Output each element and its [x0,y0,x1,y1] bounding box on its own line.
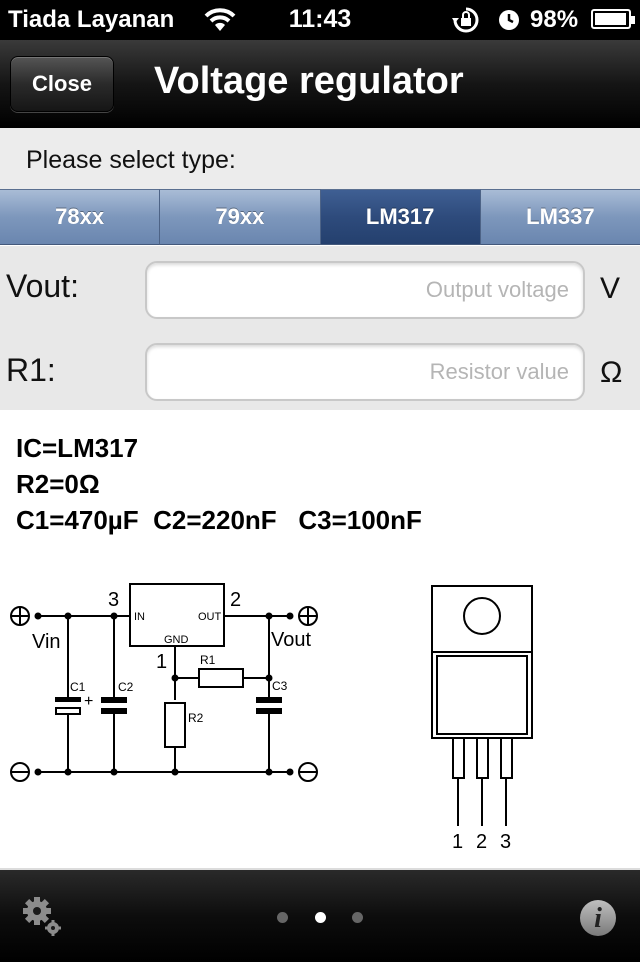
package-pin-2: 2 [476,831,487,853]
r2-schem-label: R2 [188,711,204,725]
vout-field-wrapper [145,261,585,319]
c1-polarity: + [84,693,93,710]
segment-79xx[interactable]: 79xx [160,189,321,245]
r1-field-wrapper [145,343,585,401]
result-ic: IC=LM317 [16,433,139,463]
package-pin-3: 3 [500,831,511,853]
settings-gear-icon[interactable] [22,896,64,938]
resistor-value-input[interactable] [147,345,583,399]
c2-label: C2 [118,680,134,694]
result-capacitors: C1=470µF C2=220nF C3=100nF [16,505,422,535]
vin-label: Vin [32,631,61,653]
pin-gnd-label: GND [164,634,189,646]
page-dot-3[interactable] [351,912,363,923]
r1-label: R1: [6,352,56,388]
info-icon[interactable]: i [580,900,616,936]
carrier-name: Tiada Layanan [8,6,175,33]
pin-in-label: IN [134,611,145,623]
c1-label: C1 [70,680,86,694]
to220-package-icon [431,585,533,826]
c3-label: C3 [272,679,288,693]
battery-icon [591,9,635,29]
navigation-bar: Close Voltage regulator [0,40,640,129]
alarm-icon [499,10,519,30]
segment-lm337[interactable]: LM337 [480,189,640,245]
clock: 11:43 [288,5,352,33]
pin-gnd-number: 1 [156,651,167,673]
close-button[interactable]: Close [10,56,114,112]
r1-schem-label: R1 [200,653,216,667]
vout-unit: V [600,272,621,305]
status-bar: Tiada Layanan 11:43 98% [0,0,640,40]
page-indicator[interactable] [0,910,640,928]
pin-out-number: 2 [230,589,241,611]
input-form: Vout: V R1: Ω [0,246,640,410]
vout-node-label: Vout [271,629,311,651]
wifi-icon [204,8,236,31]
regulator-schematic: 3 2 1 IN OUT GND Vin Vout C1 + C2 C3 R1 … [10,583,533,853]
results-block: IC=LM317 R2=0Ω C1=470µF C2=220nF C3=100n… [16,430,422,538]
segment-lm317[interactable]: LM317 [320,189,481,245]
result-r2: R2=0Ω [16,469,100,499]
page-title: Voltage regulator [154,60,464,102]
output-voltage-input[interactable] [147,263,583,317]
pin-in-number: 3 [108,589,119,611]
rotation-lock-icon [452,7,479,33]
r1-unit: Ω [600,356,623,389]
type-prompt-label: Please select type: [26,146,236,174]
pin-out-label: OUT [198,611,222,623]
regulator-type-segmented-control: 78xx 79xx LM317 LM337 [0,189,640,245]
package-pin-1: 1 [452,831,463,853]
segment-78xx[interactable]: 78xx [0,189,161,245]
bottom-toolbar: i [0,868,640,962]
page-dot-2[interactable] [314,912,326,923]
battery-percent: 98% [530,6,579,33]
vout-label: Vout: [6,268,79,304]
page-dot-1[interactable] [277,912,289,923]
type-prompt-row: Please select type: [0,128,640,190]
